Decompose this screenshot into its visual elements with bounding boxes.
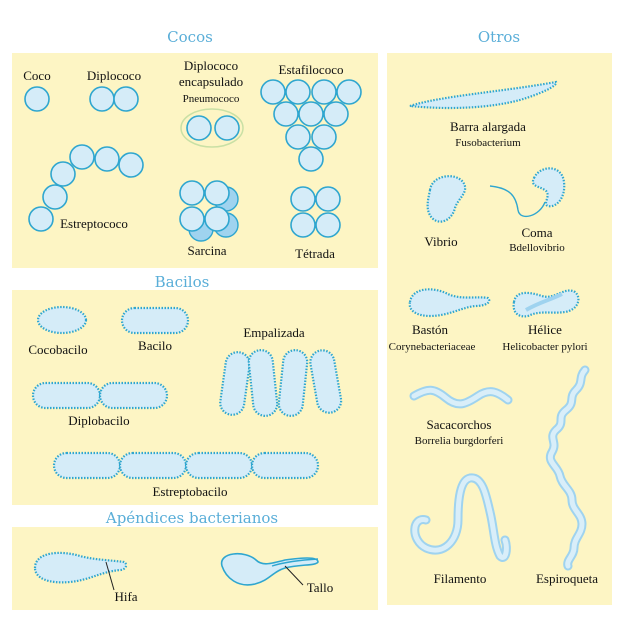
label-pneumococo: Pneumococo	[183, 93, 240, 105]
label-tetrada: Tétrada	[295, 246, 335, 261]
label-sarcina: Sarcina	[188, 243, 227, 258]
coco-shape	[24, 86, 50, 112]
label-bacilo: Bacilo	[138, 338, 172, 353]
label-hifa: Hifa	[114, 589, 137, 604]
cocobacilo-shape	[36, 305, 88, 335]
label-estreptobacilo: Estreptobacilo	[152, 484, 227, 499]
filamento-shape	[410, 473, 511, 562]
section-title-apendices: Apéndices bacterianos	[105, 509, 278, 527]
baston-shape	[408, 288, 491, 318]
label-diplobacilo: Diplobacilo	[68, 413, 129, 428]
label-helicobacter: Helicobacter pylori	[502, 341, 587, 353]
label-borrelia: Borrelia burgdorferi	[415, 435, 504, 447]
tallo-shape	[221, 553, 319, 586]
estreptobacilo-shape	[52, 451, 320, 480]
section-title-bacilos: Bacilos	[155, 273, 210, 291]
espiroqueta-shape	[545, 365, 590, 571]
label-coco: Coco	[23, 68, 50, 83]
label-filamento: Filamento	[434, 571, 487, 586]
label-empalizada: Empalizada	[243, 325, 305, 340]
sacacorchos-shape	[409, 385, 513, 409]
barra-alargada-shape	[409, 80, 558, 110]
label-bdellovibrio: Bdellovibrio	[509, 242, 565, 254]
label-tallo: Tallo	[307, 580, 334, 595]
label-vibrio: Vibrio	[424, 234, 457, 249]
label-diplococo-encapsulado: Diplococo encapsulado	[178, 58, 244, 89]
empalizada-shape	[219, 349, 343, 417]
estreptococo-shape	[28, 144, 144, 232]
hifa-shape	[33, 551, 128, 591]
label-helice: Hélice	[528, 322, 562, 337]
label-estreptococo: Estreptococo	[60, 216, 128, 231]
label-diplococo: Diplococo	[87, 68, 141, 83]
vibrio-shape	[426, 175, 467, 223]
diplococo-shape	[89, 86, 139, 112]
label-baston: Bastón	[412, 322, 449, 337]
label-cocobacilo: Cocobacilo	[28, 342, 87, 357]
label-diplococo-encapsulado-box: Diplococo encapsulado	[178, 58, 244, 89]
label-fusobacterium: Fusobacterium	[455, 137, 521, 149]
label-sacacorchos: Sacacorchos	[427, 417, 492, 432]
sarcina-shape	[179, 180, 239, 242]
coma-shape	[489, 167, 566, 218]
label-espiroqueta: Espiroqueta	[536, 571, 598, 586]
diplobacilo-shape	[31, 381, 169, 410]
label-coma: Coma	[521, 225, 552, 240]
helice-shape	[512, 289, 580, 318]
label-corynebacteriaceae: Corynebacteriaceae	[389, 341, 476, 353]
label-barra-alargada: Barra alargada	[450, 119, 526, 134]
diplococo-encapsulado-shape	[180, 108, 244, 148]
tetrada-shape	[290, 186, 341, 238]
label-estafilococo: Estafilococo	[279, 62, 344, 77]
section-title-otros: Otros	[478, 28, 520, 46]
section-title-cocos: Cocos	[167, 28, 213, 46]
bacilo-shape	[120, 306, 190, 335]
estafilococo-shape	[260, 79, 362, 172]
